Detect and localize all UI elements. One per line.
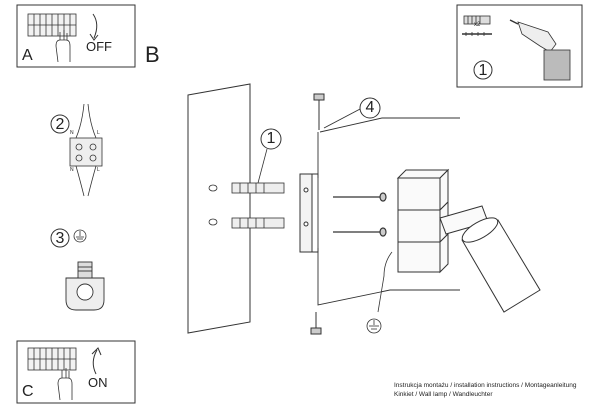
ground-terminal-illustration [65, 261, 105, 311]
hand-icon [57, 377, 73, 401]
top-screw [313, 93, 325, 130]
terminal-block-icon [27, 347, 77, 371]
terminal-block-icon [27, 13, 77, 37]
wall-plug-icon [463, 15, 491, 25]
terminal-block-icon [69, 137, 103, 167]
step-1-main-number: 1 [266, 130, 276, 147]
curved-arrow-icon [92, 349, 98, 375]
panel-tools-frame [456, 4, 583, 88]
ground-icon [73, 229, 87, 243]
panel-a-illustration [27, 13, 99, 63]
drill-icon [509, 19, 571, 81]
screw-icon [333, 192, 387, 237]
step-3-number: 3 [55, 230, 65, 247]
screw-icon [462, 32, 492, 36]
panel-c-letter: C [22, 383, 34, 400]
footer-line-2: Kinkiet / Wall lamp / Wandleuchter [394, 391, 493, 398]
terminal-l-bottom: L [97, 167, 100, 173]
mounting-frame [317, 107, 460, 306]
step-2-circle [50, 114, 70, 134]
bottom-screw [310, 312, 322, 335]
step-2-number: 2 [55, 116, 65, 133]
step-1-top-circle [473, 60, 493, 80]
wall-holes [208, 184, 218, 226]
hand-icon [55, 39, 71, 63]
panel-c-action: ON [88, 375, 108, 390]
panel-tools-illustration [462, 15, 571, 81]
step-4-number: 4 [365, 99, 375, 116]
connector-illustration [69, 103, 103, 197]
lamp-icon [396, 168, 541, 313]
terminal-n-bottom: N [70, 167, 74, 173]
panel-c-frame [16, 340, 136, 404]
wall-slab [187, 83, 251, 334]
step-3-circle [50, 228, 70, 248]
curved-arrow-icon [92, 13, 98, 39]
panel-a-action: OFF [86, 39, 112, 54]
step-4-circle [359, 97, 381, 119]
ground-wire [377, 251, 393, 313]
panel-c-illustration [27, 347, 102, 401]
ground-icon [366, 318, 382, 334]
panel-b-letter: B [145, 42, 160, 67]
panel-a-letter: A [22, 47, 33, 64]
panel-a-frame [16, 4, 136, 68]
step-1-main-circle [260, 128, 282, 150]
hardware-count: x2 [474, 22, 481, 28]
step-1-top-number: 1 [478, 62, 488, 79]
footer-line-1: Instrukcja montażu / installation instru… [394, 382, 577, 389]
terminal-l-top: L [97, 130, 100, 136]
bracket-icon [299, 173, 319, 253]
wall-plug-icon [231, 182, 285, 229]
terminal-n-top: N [70, 130, 74, 136]
